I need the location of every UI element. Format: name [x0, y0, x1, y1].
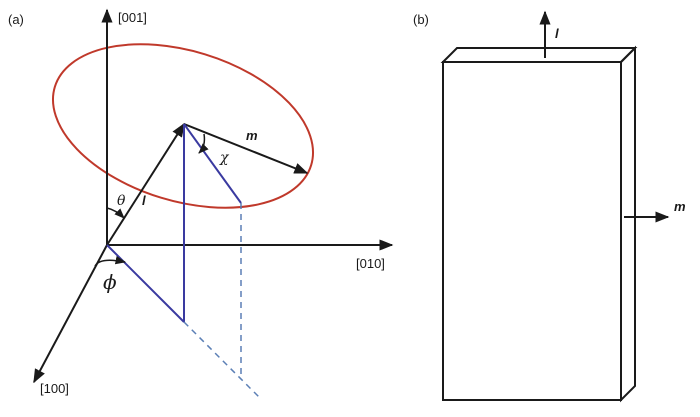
panel-a: (a) [001] [010] [100] l m θ χ ϕ [8, 8, 394, 398]
theta-arc [106, 207, 125, 219]
vector-m-arrow [183, 123, 309, 174]
vector-l-label: l [142, 193, 146, 208]
slab-vector-l-label: l [555, 26, 559, 41]
axis-010-label: [010] [356, 256, 385, 271]
chi-label: χ [219, 150, 230, 166]
panel-b: (b) l m [413, 10, 686, 403]
slab-front-face [442, 61, 622, 401]
vector-m-label: m [246, 128, 258, 143]
axis-100 [33, 244, 108, 384]
vector-l-arrow [106, 122, 185, 246]
dashed-ground-extension [183, 321, 260, 398]
precession-ellipse [51, 43, 315, 209]
axis-100-label: [100] [40, 381, 69, 396]
axis-001-label: [001] [118, 10, 147, 25]
panel-a-tag: (a) [8, 12, 24, 27]
projection-l-ground [106, 244, 185, 323]
slab-top-face [440, 47, 638, 63]
chi-arc [198, 133, 209, 154]
slab-side-face [620, 45, 636, 403]
slab-vector-m-label: m [674, 199, 686, 214]
phi-arc [94, 256, 127, 267]
theta-label: θ [117, 193, 126, 209]
phi-label: ϕ [103, 270, 117, 294]
panel-b-tag: (b) [413, 12, 429, 27]
projection-m-edge [183, 123, 242, 204]
